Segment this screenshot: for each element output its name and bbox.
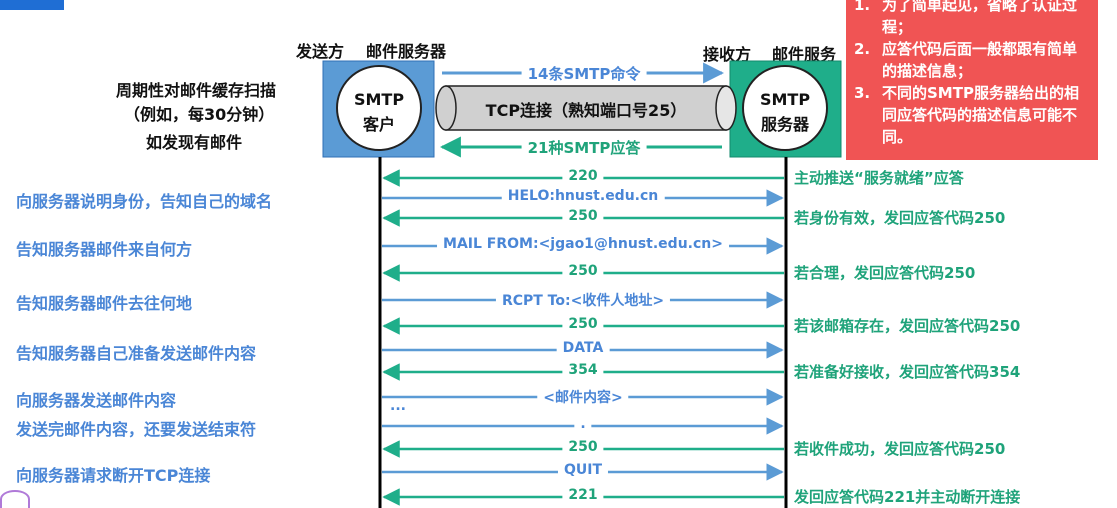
receiver-label: 接收方 — [703, 45, 752, 64]
content-ellipsis: ... — [390, 398, 406, 414]
tcp-pipe-left-cap — [435, 85, 457, 131]
smtp-server-line2: 服务器 — [760, 115, 810, 134]
note-text: 不同的SMTP服务器给出的相同应答代码的描述信息可能不同。 — [882, 84, 1079, 146]
note-number: 1. — [854, 0, 871, 14]
note-text: 为了简单起见，省略了认证过程； — [882, 0, 1078, 36]
smtp-client-line1: SMTP — [353, 90, 405, 109]
note-item: 3. 不同的SMTP服务器给出的相同应答代码的描述信息可能不同。 — [854, 82, 1090, 148]
reply-code: 221 — [562, 487, 604, 503]
server-step-description: 若准备好接收，发回应答代码354 — [794, 363, 1021, 381]
command-message: HELO:hnust.edu.cn — [501, 188, 665, 204]
note-item: 1. 为了简单起见，省略了认证过程； — [854, 0, 1090, 38]
commands-label: 14条SMTP命令 — [521, 63, 647, 84]
top-tab — [0, 0, 64, 10]
server-step-description: 若合理，发回应答代码250 — [794, 264, 976, 282]
notes-box: 1. 为了简单起见，省略了认证过程； 2. 应答代码后面一般都跟有简单的描述信息… — [846, 0, 1098, 160]
receiver-server-label: 邮件服务 — [772, 45, 837, 64]
reply-code: 250 — [562, 316, 604, 332]
command-message: DATA — [556, 340, 610, 356]
tcp-pipe-right-cap — [715, 85, 737, 131]
server-step-description: 发回应答代码221并主动断开连接 — [794, 488, 1021, 506]
command-message: <邮件内容> — [537, 387, 629, 407]
reply-code: 354 — [562, 362, 604, 378]
reply-code: 250 — [562, 208, 604, 224]
smtp-client-circle — [336, 65, 422, 151]
server-step-description: 主动推送“服务就绪”应答 — [794, 169, 964, 187]
smtp-server-circle — [742, 65, 828, 151]
server-step-description: 若该邮箱存在，发回应答代码250 — [794, 317, 1021, 335]
command-message: . — [574, 416, 592, 432]
decorative-logo — [0, 490, 30, 508]
tcp-connection-label: TCP连接（熟知端口号25） — [485, 101, 687, 120]
command-message: QUIT — [557, 462, 609, 478]
server-step-description: 若收件成功，发回应答代码250 — [794, 440, 1006, 458]
reply-code: 250 — [562, 439, 604, 455]
note-item: 2. 应答代码后面一般都跟有简单的描述信息； — [854, 38, 1090, 82]
command-message: RCPT To:<收件人地址> — [495, 290, 671, 310]
scan-note-line2: （例如，每30分钟） — [124, 105, 275, 124]
client-step-description: 向服务器说明身份，告知自己的域名 — [16, 192, 273, 211]
scan-note-line3: 如发现有邮件 — [146, 133, 243, 152]
scan-note-line1: 周期性对邮件缓存扫描 — [116, 81, 277, 100]
client-step-description: 告知服务器自己准备发送邮件内容 — [16, 344, 257, 363]
server-step-description: 若身份有效，发回应答代码250 — [794, 209, 1006, 227]
note-number: 3. — [854, 84, 871, 102]
reply-code: 220 — [562, 168, 604, 184]
client-step-description: 向服务器发送邮件内容 — [16, 391, 177, 410]
reply-code: 250 — [562, 263, 604, 279]
note-text: 应答代码后面一般都跟有简单的描述信息； — [882, 40, 1078, 80]
smtp-server-line1: SMTP — [759, 90, 811, 109]
sender-label: 发送方 — [296, 42, 345, 61]
command-message: MAIL FROM:<jgao1@hnust.edu.cn> — [437, 236, 729, 252]
smtp-client-line2: 客户 — [362, 115, 396, 134]
client-step-description: 向服务器请求断开TCP连接 — [16, 466, 211, 485]
client-step-description: 告知服务器邮件去往何地 — [16, 294, 193, 313]
note-number: 2. — [854, 40, 871, 58]
replies-label: 21种SMTP应答 — [521, 137, 647, 158]
client-step-description: 发送完邮件内容，还要发送结束符 — [16, 420, 257, 439]
client-step-description: 告知服务器邮件来自何方 — [16, 240, 193, 259]
sender-server-label: 邮件服务器 — [366, 42, 447, 61]
